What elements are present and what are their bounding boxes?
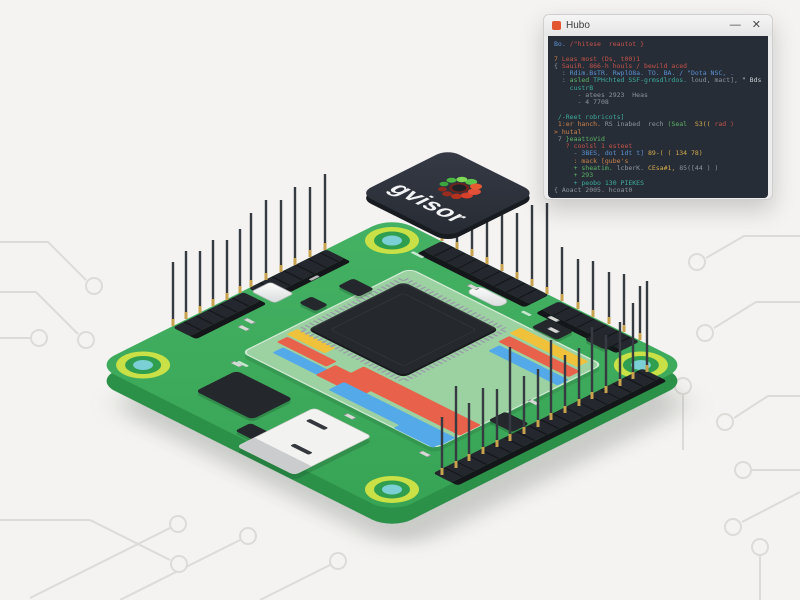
gvisor-logo bbox=[437, 176, 482, 199]
passive-component bbox=[343, 413, 357, 420]
ic-chip bbox=[298, 296, 329, 312]
close-button[interactable]: ✕ bbox=[751, 19, 761, 31]
gvisor-label: gvisor bbox=[382, 179, 476, 226]
flash-chip bbox=[195, 370, 294, 420]
pcb-board bbox=[95, 216, 689, 514]
passive-component bbox=[527, 398, 541, 406]
sd-card-slot-mark bbox=[305, 418, 329, 431]
passive-component bbox=[237, 324, 251, 332]
window-title: Hubo bbox=[566, 19, 590, 31]
silkscreen-mark bbox=[410, 251, 425, 259]
code-area: Bo. /"hitese reautot } 7 Leas most (Ds, … bbox=[548, 36, 768, 198]
window-titlebar[interactable]: Hubo — ✕ bbox=[544, 15, 772, 36]
passive-component bbox=[418, 450, 432, 458]
code-window: Hubo — ✕ Bo. /"hitese reautot } 7 Leas m… bbox=[543, 14, 773, 200]
passive-component bbox=[242, 317, 257, 325]
minimize-button[interactable]: — bbox=[729, 19, 741, 31]
window-icon bbox=[552, 21, 561, 30]
sd-card-slot-mark bbox=[290, 443, 313, 455]
silkscreen-mark bbox=[308, 275, 320, 281]
silkscreen-mark bbox=[520, 310, 533, 317]
